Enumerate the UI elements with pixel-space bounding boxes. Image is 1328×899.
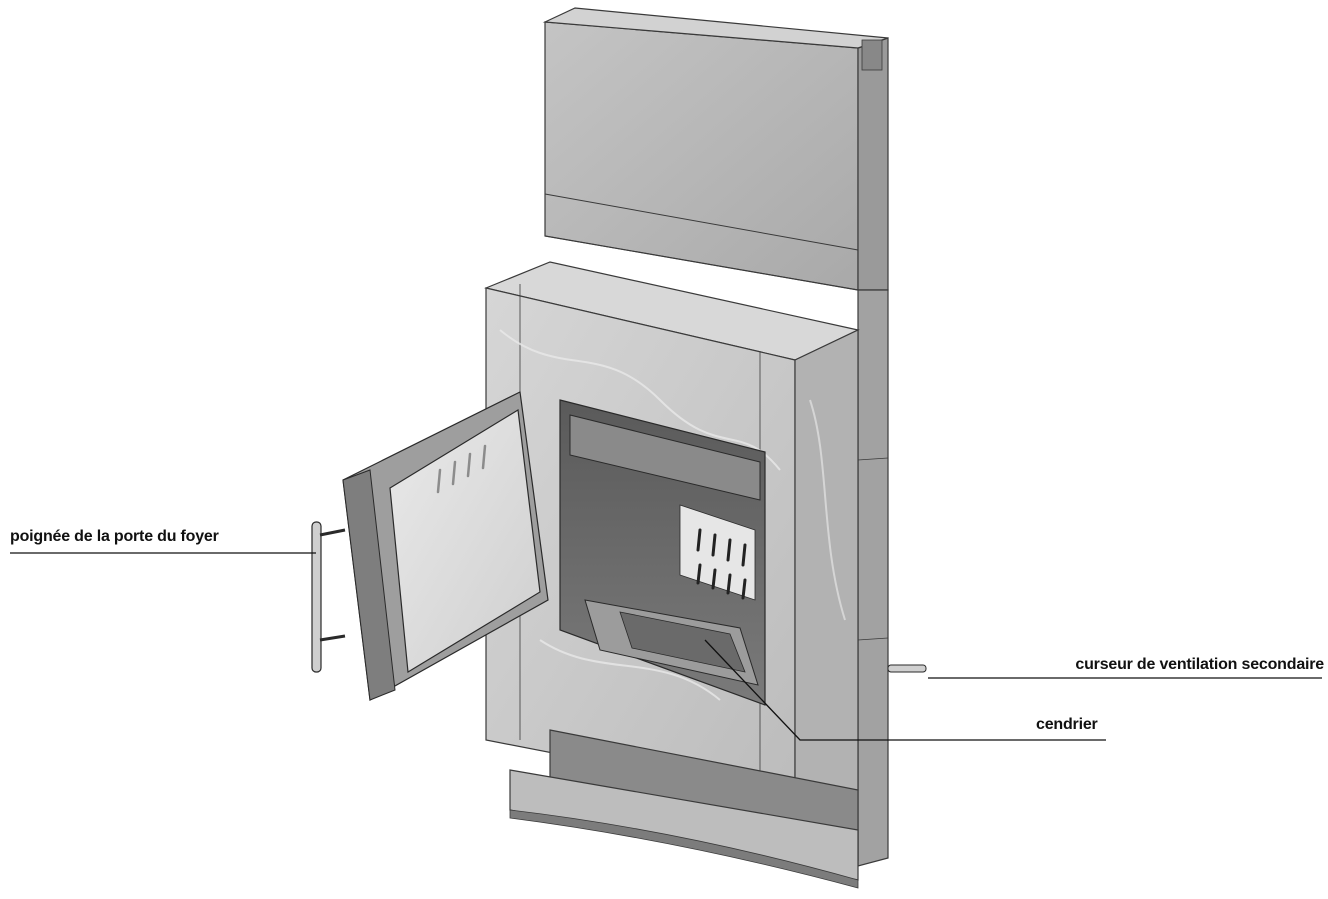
callout-secondary-air-slider: curseur de ventilation secondaire: [1075, 656, 1324, 673]
pedestal: [509, 729, 859, 889]
leader-lines: [10, 552, 1322, 741]
fire-door: [342, 391, 549, 701]
firebox: [559, 399, 766, 706]
air-slider-graphic: [887, 664, 927, 673]
callout-ash-pan: cendrier: [1036, 716, 1098, 733]
upper-column: [542, 7, 889, 291]
callout-door-handle: poignée de la porte du foyer: [10, 528, 219, 545]
leader-ash-pan: [704, 639, 1106, 741]
side-column: [857, 289, 889, 867]
door-handle-graphic: [311, 521, 346, 673]
